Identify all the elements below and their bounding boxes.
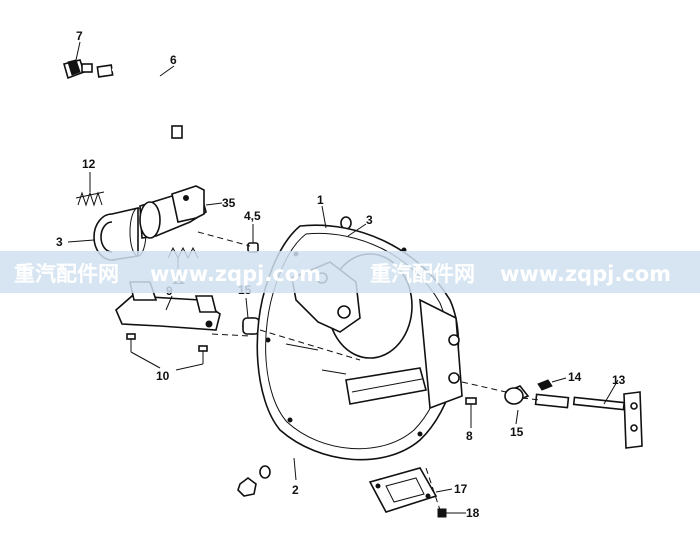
part-3-release-bearing bbox=[93, 206, 147, 261]
alignment-lines bbox=[197, 231, 541, 511]
label-6: 6 bbox=[170, 53, 177, 67]
part-18-screw bbox=[437, 508, 447, 518]
label-3-housing: 3 bbox=[366, 213, 373, 227]
label-2: 2 bbox=[292, 483, 299, 497]
watermark-left-text: 重汽配件网 bbox=[14, 262, 119, 286]
part-10-screws bbox=[126, 333, 208, 364]
label-14: 14 bbox=[568, 370, 582, 384]
label-15-right: 15 bbox=[510, 425, 524, 439]
part-15-sleeve-right bbox=[504, 385, 530, 405]
part-4-5-plug bbox=[247, 242, 259, 253]
part-17-cover-plate bbox=[368, 467, 438, 513]
label-18: 18 bbox=[466, 506, 480, 520]
watermark-left-url: www.zqpj.com bbox=[150, 262, 321, 286]
part-13-shaft-lever bbox=[534, 391, 643, 449]
label-7: 7 bbox=[76, 29, 83, 43]
label-8: 8 bbox=[466, 429, 473, 443]
part-14-pin bbox=[537, 379, 553, 391]
label-4-5: 4,5 bbox=[244, 209, 261, 223]
watermark-right-url: www.zqpj.com bbox=[500, 262, 671, 286]
part-labels: 7 6 12 3 35 11 9 10 4,5 15 1 3 2 8 15 14… bbox=[56, 29, 626, 520]
part-7-fitting-nut bbox=[63, 59, 93, 80]
watermark-band: 重汽配件网 www.zqpj.com 重汽配件网 www.zqpj.com bbox=[0, 251, 700, 293]
label-3-bearing: 3 bbox=[56, 235, 63, 249]
part-6-flexible-hose bbox=[96, 64, 183, 139]
label-35: 35 bbox=[222, 196, 236, 210]
label-12: 12 bbox=[82, 157, 96, 171]
watermark-right-text: 重汽配件网 bbox=[370, 262, 475, 286]
part-8-screw bbox=[465, 397, 477, 412]
label-1: 1 bbox=[317, 193, 324, 207]
part-35-bearing-carrier bbox=[139, 185, 207, 239]
label-10: 10 bbox=[156, 369, 170, 383]
part-2-stud bbox=[237, 450, 307, 497]
label-13: 13 bbox=[612, 373, 626, 387]
label-17: 17 bbox=[454, 482, 468, 496]
part-12-spring bbox=[75, 191, 105, 207]
part-11-spring bbox=[167, 246, 199, 260]
leader-lines bbox=[67, 41, 619, 514]
